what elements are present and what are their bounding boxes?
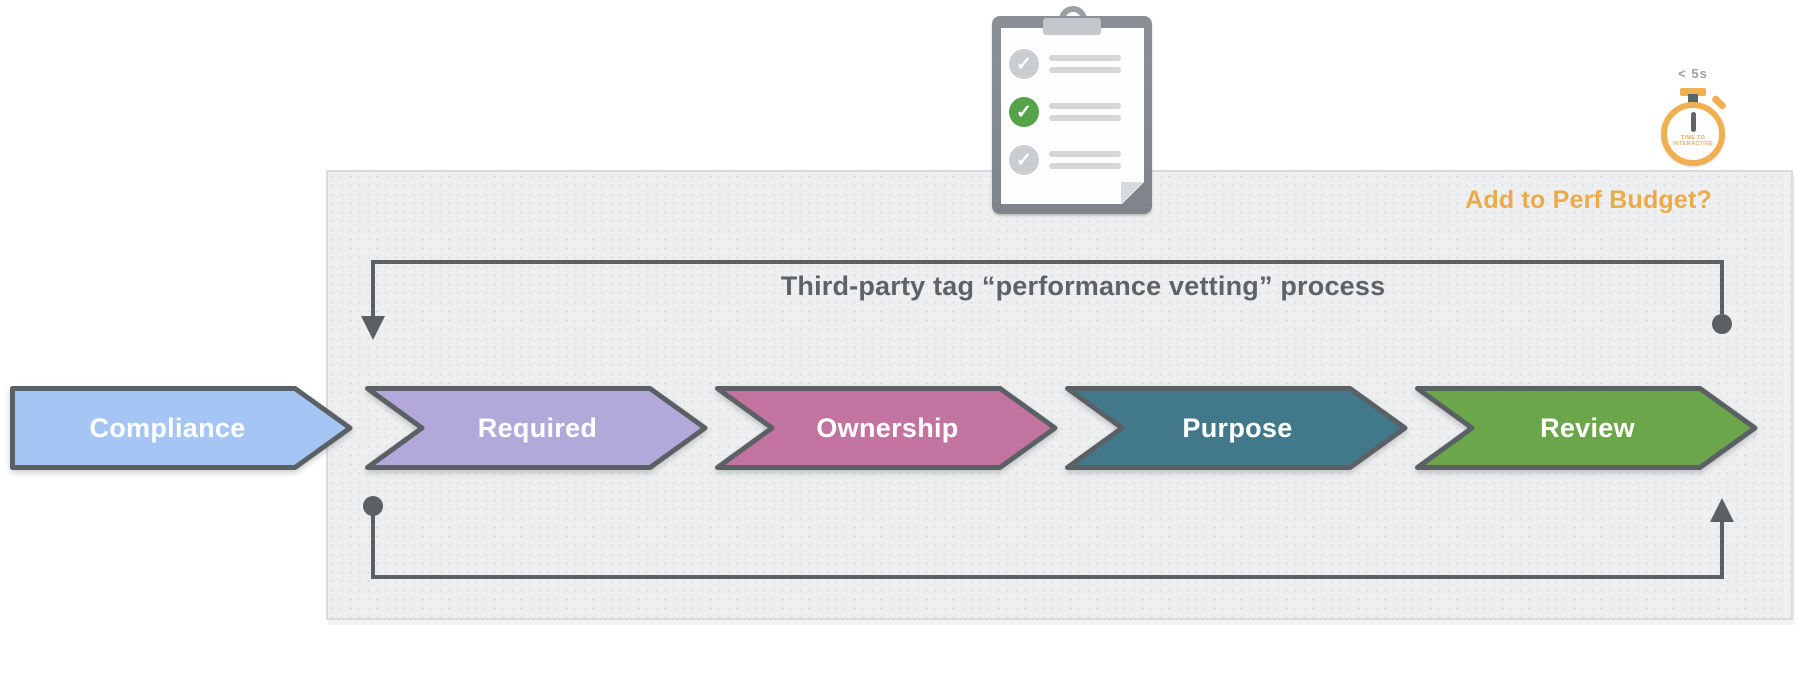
stage-chevron-review: Review xyxy=(1415,386,1760,470)
stopwatch-stem xyxy=(1688,94,1698,104)
loop-start-dot xyxy=(363,496,383,516)
stopwatch-dial-text: TIME TO INTERACTIVE xyxy=(1673,135,1713,147)
stage-label: Review xyxy=(1540,412,1635,443)
paper-fold-icon xyxy=(1121,182,1143,204)
stopwatch-icon: < 5s TIME TO INTERACTIVE xyxy=(1645,66,1741,176)
checklist-row: ✓ xyxy=(1009,88,1141,136)
checklist-row: ✓ xyxy=(1009,136,1141,184)
checklist-rows: ✓ ✓ ✓ xyxy=(1009,40,1141,184)
checklist-text-lines xyxy=(1049,151,1121,169)
add-to-perf-budget-label: Add to Perf Budget? xyxy=(1465,186,1712,214)
checklist-clipboard-icon: ✓ ✓ ✓ xyxy=(985,6,1160,218)
stage-label: Required xyxy=(477,412,598,443)
stage-label: Compliance xyxy=(89,412,246,443)
check-circle-icon: ✓ xyxy=(1009,49,1039,79)
stopwatch-dial: TIME TO INTERACTIVE xyxy=(1661,102,1725,166)
checklist-row: ✓ xyxy=(1009,40,1141,88)
arrowhead-up-icon xyxy=(1710,498,1734,522)
stopwatch-time-label: < 5s xyxy=(1678,66,1708,81)
check-circle-icon: ✓ xyxy=(1009,97,1039,127)
stage-chevron-purpose: Purpose xyxy=(1065,386,1410,470)
loop-end-dot xyxy=(1712,314,1732,334)
arrowhead-down-icon xyxy=(361,316,385,340)
stage-chevron-compliance: Compliance xyxy=(10,386,355,470)
stopwatch-needle xyxy=(1690,112,1696,132)
checklist-text-lines xyxy=(1049,55,1121,73)
check-circle-icon: ✓ xyxy=(1009,145,1039,175)
stage-label: Purpose xyxy=(1182,412,1293,443)
diagram-title: Third-party tag “performance vetting” pr… xyxy=(780,271,1386,301)
stage-chevron-ownership: Ownership xyxy=(715,386,1060,470)
stage-chevron-required: Required xyxy=(365,386,710,470)
stopwatch-crown xyxy=(1680,88,1706,96)
checklist-text-lines xyxy=(1049,103,1121,121)
clipboard-clip xyxy=(1043,18,1101,34)
stage-label: Ownership xyxy=(816,412,959,443)
